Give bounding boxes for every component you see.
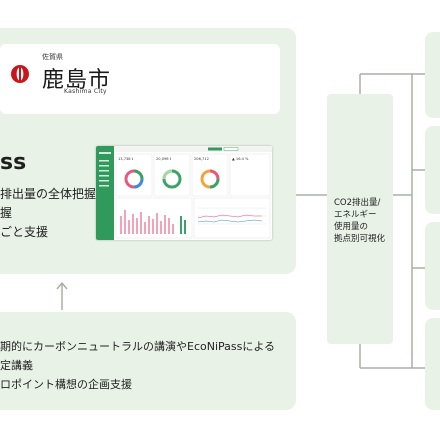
bar-chart-thumbnail [120,210,174,234]
city-logo-card [0,44,280,114]
donut-chart-3 [200,169,220,189]
city-seal-icon [11,65,29,83]
city-name-en: Kashima City [64,88,107,95]
prefecture-label: 佐賀県 [42,53,63,61]
donut-chart-1 [124,169,144,189]
support-line-1: 期的にカーボンニュートラルの講演やEcoNiPassによる [0,340,276,353]
feature-line-1: 排出量の全体把握 [0,187,97,201]
kpi-value-4: ▲ 16.4 % [232,157,249,161]
dashboard-thumbnail: 13,738 t 20,096 t 206,712 ▲ 16.4 % [96,146,272,240]
bar-chart-accent-bars [180,216,186,234]
visualization-line-3: 使用量の [334,222,369,232]
line-chart-series-2 [197,219,263,223]
dashboard-screenshot: 13,738 t 20,096 t 206,712 ▲ 16.4 % [96,146,272,240]
support-line-3: ロポイント構想の企画支援 [0,378,132,391]
support-panel [0,312,296,410]
right-box-4 [425,318,440,410]
line-chart-series-1 [197,214,262,219]
visualization-line-4: 拠点別可視化 [334,234,386,244]
feature-line-2: 握 [0,206,13,220]
support-line-2: 定講義 [0,359,33,372]
arrow-up-icon [56,281,68,290]
dashboard-sidebar [96,146,114,240]
visualization-line-1: CO2排出量/ [334,198,381,208]
visualization-line-2: エネルギー [334,210,377,220]
kpi-value-1: 13,738 t [118,157,134,161]
visualization-panel [327,94,393,344]
product-title: ss [0,150,27,175]
right-box-2 [425,126,440,214]
kpi-value-2: 20,096 t [156,157,172,161]
city-name: 鹿島市 [42,68,112,93]
right-box-3 [425,222,440,310]
donut-chart-2 [162,169,182,189]
kpi-value-3: 206,712 [194,157,209,161]
right-box-1 [425,32,440,118]
feature-line-3: ごと支援 [0,225,49,239]
